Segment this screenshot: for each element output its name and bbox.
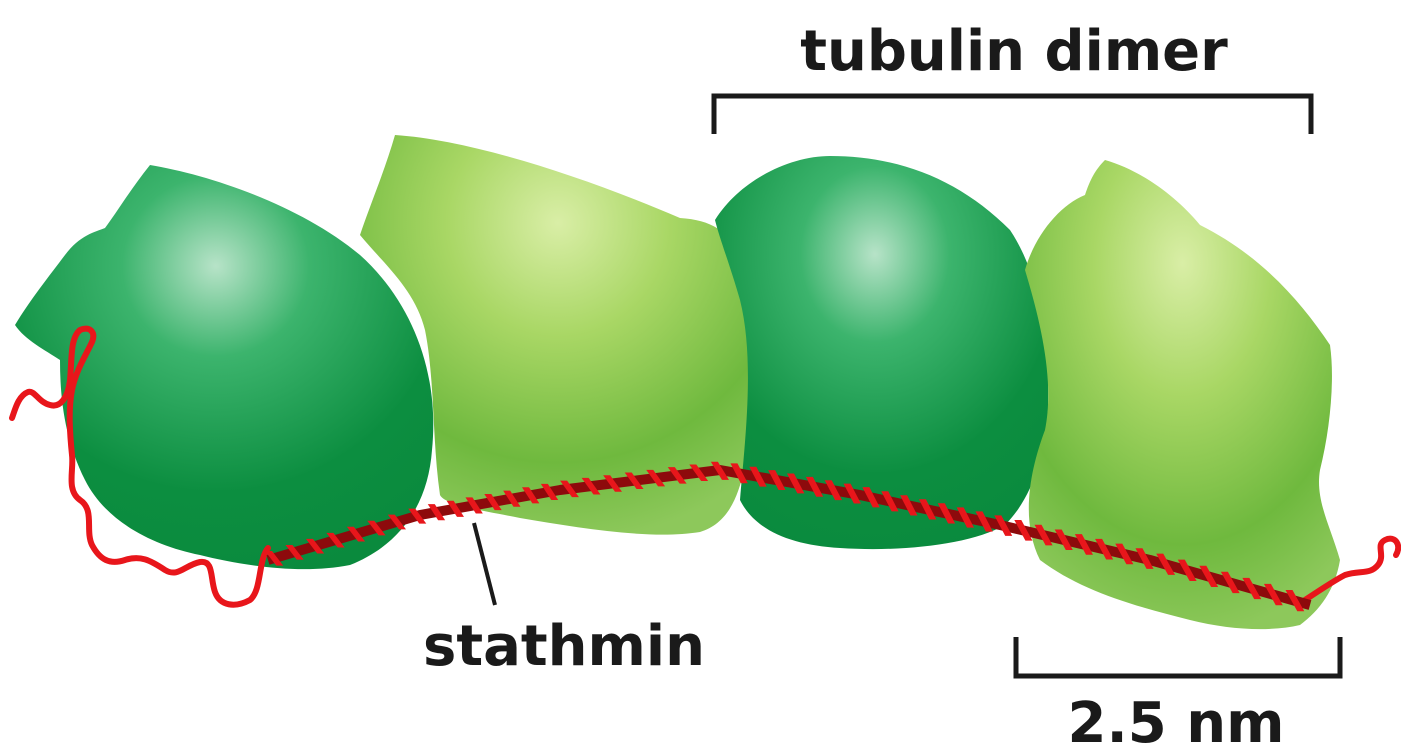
alpha-tubulin-subunit-2 <box>715 156 1048 549</box>
stathmin-label: stathmin <box>423 614 705 679</box>
beta-tubulin-subunit-2 <box>1025 160 1340 629</box>
tubulin-dimer-label: tubulin dimer <box>800 19 1228 84</box>
stathmin-leader-line <box>474 523 495 605</box>
tubulin-dimer-bracket <box>714 96 1311 134</box>
scale-bar-label: 2.5 nm <box>1068 691 1285 750</box>
scale-bar <box>1016 637 1340 676</box>
